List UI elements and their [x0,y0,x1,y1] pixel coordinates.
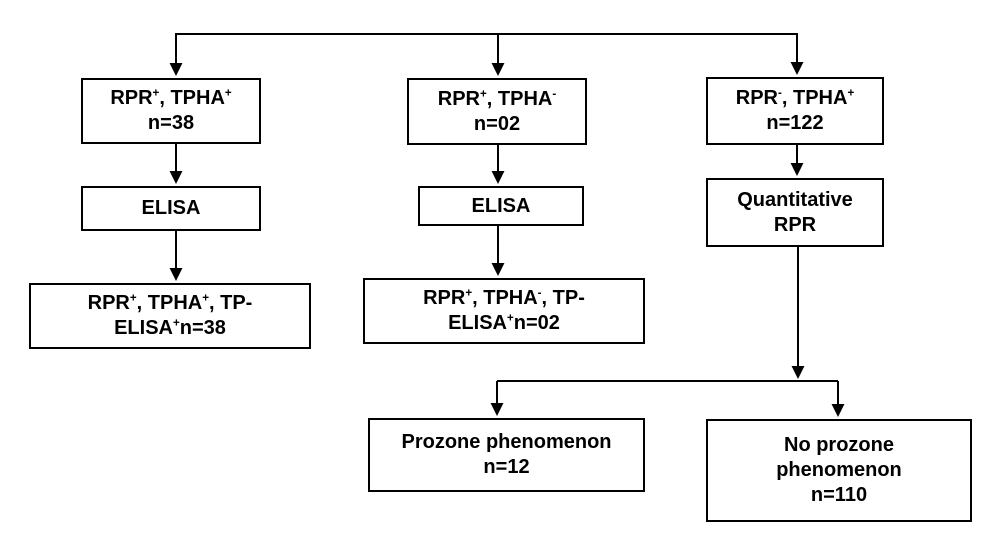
text-line: RPR-, TPHA+ [735,86,855,109]
box-rpr-neg-tpha-pos: RPR-, TPHA+ n=122 [706,77,884,145]
box-rpr-pos-tpha-pos: RPR+, TPHA+ n=38 [81,78,261,144]
text-line: RPR+, TPHA-, TP- [423,286,585,309]
text-line: n=110 [810,484,868,506]
text-line: Quantitative [737,188,853,211]
text-line: RPR [773,213,817,236]
text-line: ELISA [471,194,531,217]
text-line: phenomenon [776,459,902,481]
box-elisa-middle: ELISA [418,186,584,226]
text-line: n=12 [483,456,530,478]
text-line: ELISA+n=38 [114,316,226,339]
text-line: Prozone phenomenon [401,431,612,453]
box-no-prozone-phenomenon: No prozone phenomenon n=110 [706,419,972,522]
text-line: No prozone [784,434,894,456]
box-rpr-pos-tpha-neg-tp-elisa-pos: RPR+, TPHA-, TP-ELISA+n=02 [363,278,645,344]
text-line: RPR+, TPHA+, TP- [87,291,253,314]
box-elisa-left: ELISA [81,186,261,231]
text-line: ELISA+n=02 [448,311,560,334]
text-line: RPR+, TPHA- [437,86,557,110]
text-line: n=122 [766,112,824,134]
box-prozone-phenomenon: Prozone phenomenon n=12 [368,418,645,492]
text-line: RPR+, TPHA+ [110,86,232,109]
text-line: ELISA [141,197,201,219]
box-rpr-pos-tpha-neg: RPR+, TPHA-n=02 [407,78,587,145]
box-rpr-pos-tpha-pos-tp-elisa-pos: RPR+, TPHA+, TP-ELISA+n=38 [29,283,311,349]
text-line: n=38 [147,112,195,134]
text-line: n=02 [473,112,521,135]
